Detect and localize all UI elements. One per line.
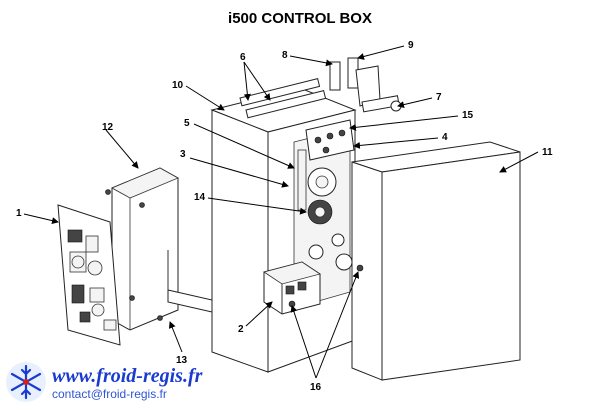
part-16-screws [288,264,364,308]
callout-11: 11 [542,147,553,158]
part-11-cover [351,141,521,381]
callout-13: 13 [176,355,188,366]
callout-12: 12 [102,122,114,133]
callout-15: 15 [462,110,474,121]
leader-lines [23,45,539,379]
part-12-mounting-plate [111,167,213,331]
callout-8: 8 [282,50,288,61]
part-6-top-tubes [239,78,327,119]
callout-9: 9 [408,40,414,51]
part-2-relay [263,261,321,315]
callout-labels: 1 2 3 4 5 6 7 8 9 10 11 12 13 14 15 16 [16,40,553,393]
callout-2: 2 [238,324,244,335]
part-1-circuit-board [57,204,121,346]
callout-7: 7 [436,92,442,103]
callout-16: 16 [310,382,322,393]
callout-4: 4 [442,132,448,143]
callout-10: 10 [172,80,184,91]
callout-3: 3 [180,149,186,160]
callout-6: 6 [240,52,246,63]
email-link[interactable]: contact@froid-regis.fr [52,387,167,401]
part-7-8-9-valve-assembly [329,57,402,113]
callout-14: 14 [194,192,206,203]
snowflake-logo-icon [6,362,46,402]
website-link[interactable]: www.froid-regis.fr [52,365,203,387]
diagram-title: i500 CONTROL BOX [228,10,372,27]
part-4-15-terminal-block [305,119,355,161]
callout-1: 1 [16,208,22,219]
part-13-screws [105,189,163,321]
callout-5: 5 [184,118,190,129]
